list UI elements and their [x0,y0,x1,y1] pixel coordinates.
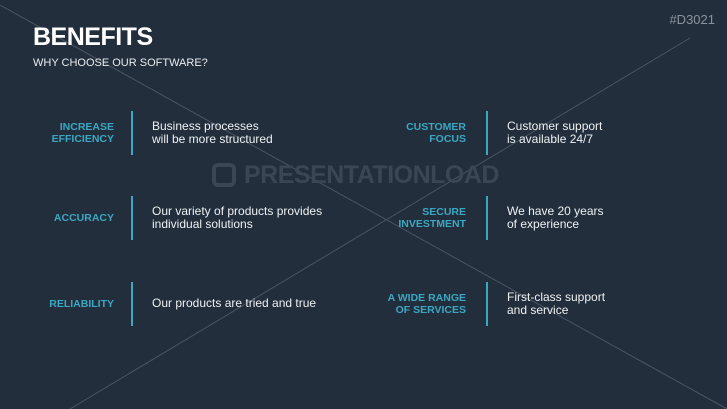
benefit-desc-line2: is available 24/7 [507,132,594,146]
benefit-desc-line2: of experience [507,217,580,231]
watermark-text: PRESENTATIONLOAD [244,161,499,189]
benefit-divider [486,196,488,240]
benefit-label-line1: INCREASE [59,121,114,133]
benefit-label: RELIABILITY [14,298,114,310]
benefit-divider [131,111,133,155]
benefit-label-line2: INVESTMENT [398,218,466,230]
benefit-desc-line2: will be more structured [152,132,273,146]
benefit-desc-line1: Our variety of products provides [152,204,323,218]
benefit-divider [486,282,488,326]
benefit-desc-line1: Customer support [507,119,603,133]
page-subtitle: WHY CHOOSE OUR SOFTWARE? [33,57,208,69]
benefit-label-line1: A WIDE RANGE [387,292,466,304]
benefit-divider [486,111,488,155]
benefit-desc-line1: Our products are tried and true [152,296,317,310]
benefit-desc-line2: and service [507,303,569,317]
benefit-label-line1: CUSTOMER [406,121,466,133]
benefit-desc-line2: individual solutions [152,217,253,231]
benefit-label-line2: ACCURACY [53,212,114,224]
benefit-label-line2: OF SERVICES [395,304,466,316]
benefit-label-line2: FOCUS [429,133,466,145]
page-title: BENEFITS [33,23,153,51]
watermark-logo-icon [212,163,236,187]
benefit-divider [131,196,133,240]
slide-code: #D3021 [669,12,715,27]
benefit-desc-line1: Business processes [152,119,259,133]
watermark: PRESENTATIONLOAD [212,161,499,189]
benefit-desc-line1: We have 20 years [507,204,604,218]
benefit-label: ACCURACY [14,212,114,224]
benefit-description: Our products are tried and true [152,297,316,310]
benefit-label-line2: EFFICIENCY [51,133,114,145]
benefit-label-line1: SECURE [422,206,466,218]
benefit-desc-line1: First-class support [507,290,606,304]
benefit-divider [131,282,133,326]
benefit-label-line2: RELIABILITY [49,298,114,310]
